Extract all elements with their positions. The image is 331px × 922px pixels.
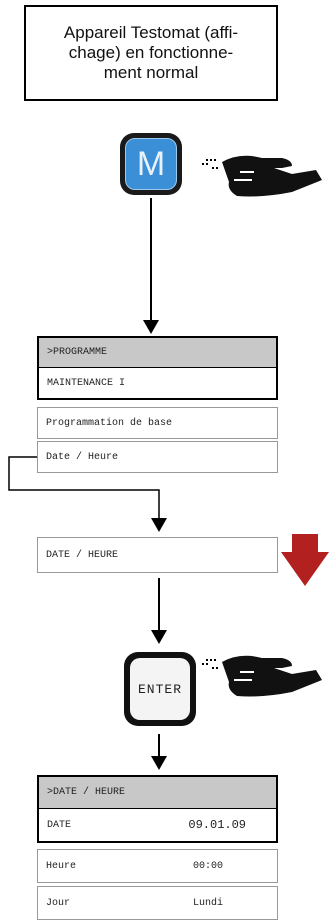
- menu3-highlight-label: >DATE / HEURE: [47, 787, 126, 798]
- menu1-item-date-heure-label: Date / Heure: [46, 451, 119, 463]
- menu3-row-heure-value: 00:00: [192, 860, 223, 872]
- pointing-hand-icon: [202, 155, 322, 197]
- menu3-row-heure: Heure 00:00: [37, 849, 278, 883]
- menu3-row-date-label: DATE: [47, 819, 72, 831]
- red-down-arrow-icon: [281, 534, 329, 586]
- title-text: Appareil Testomat (affi- chage) en fonct…: [63, 23, 239, 82]
- m-key: M: [120, 133, 182, 195]
- menu3-row-date-value: 09.01.09: [188, 818, 246, 832]
- enter-key-face: ENTER: [130, 658, 190, 720]
- menu1-item-maintenance-label: MAINTENANCE I: [47, 377, 126, 389]
- menu1-highlight-row: >PROGRAMME: [37, 336, 278, 368]
- menu1-highlight-label: >PROGRAMME: [47, 347, 108, 358]
- menu3-row-jour-label: Jour: [46, 897, 71, 909]
- menu2-date-heure: DATE / HEURE: [37, 537, 278, 573]
- menu3-row-jour: Jour Lundi: [37, 886, 278, 920]
- m-key-label: M: [136, 144, 166, 183]
- menu1-item-maintenance: MAINTENANCE I: [37, 368, 278, 400]
- menu1-item-programmation: Programmation de base: [37, 407, 278, 439]
- menu3-row-date: DATE 09.01.09: [37, 809, 278, 843]
- menu3-highlight-row: >DATE / HEURE: [37, 775, 278, 809]
- menu3-row-heure-label: Heure: [46, 860, 77, 872]
- enter-key-label: ENTER: [137, 681, 182, 697]
- m-key-face: M: [125, 138, 177, 190]
- menu1-item-programmation-label: Programmation de base: [46, 417, 173, 429]
- title-box: Appareil Testomat (affi- chage) en fonct…: [24, 5, 278, 101]
- enter-key: ENTER: [124, 652, 196, 726]
- pointing-hand-icon: [202, 655, 322, 697]
- menu3-row-jour-value: Lundi: [192, 897, 223, 909]
- menu1-item-date-heure: Date / Heure: [37, 441, 278, 473]
- menu2-date-heure-label: DATE / HEURE: [46, 549, 119, 561]
